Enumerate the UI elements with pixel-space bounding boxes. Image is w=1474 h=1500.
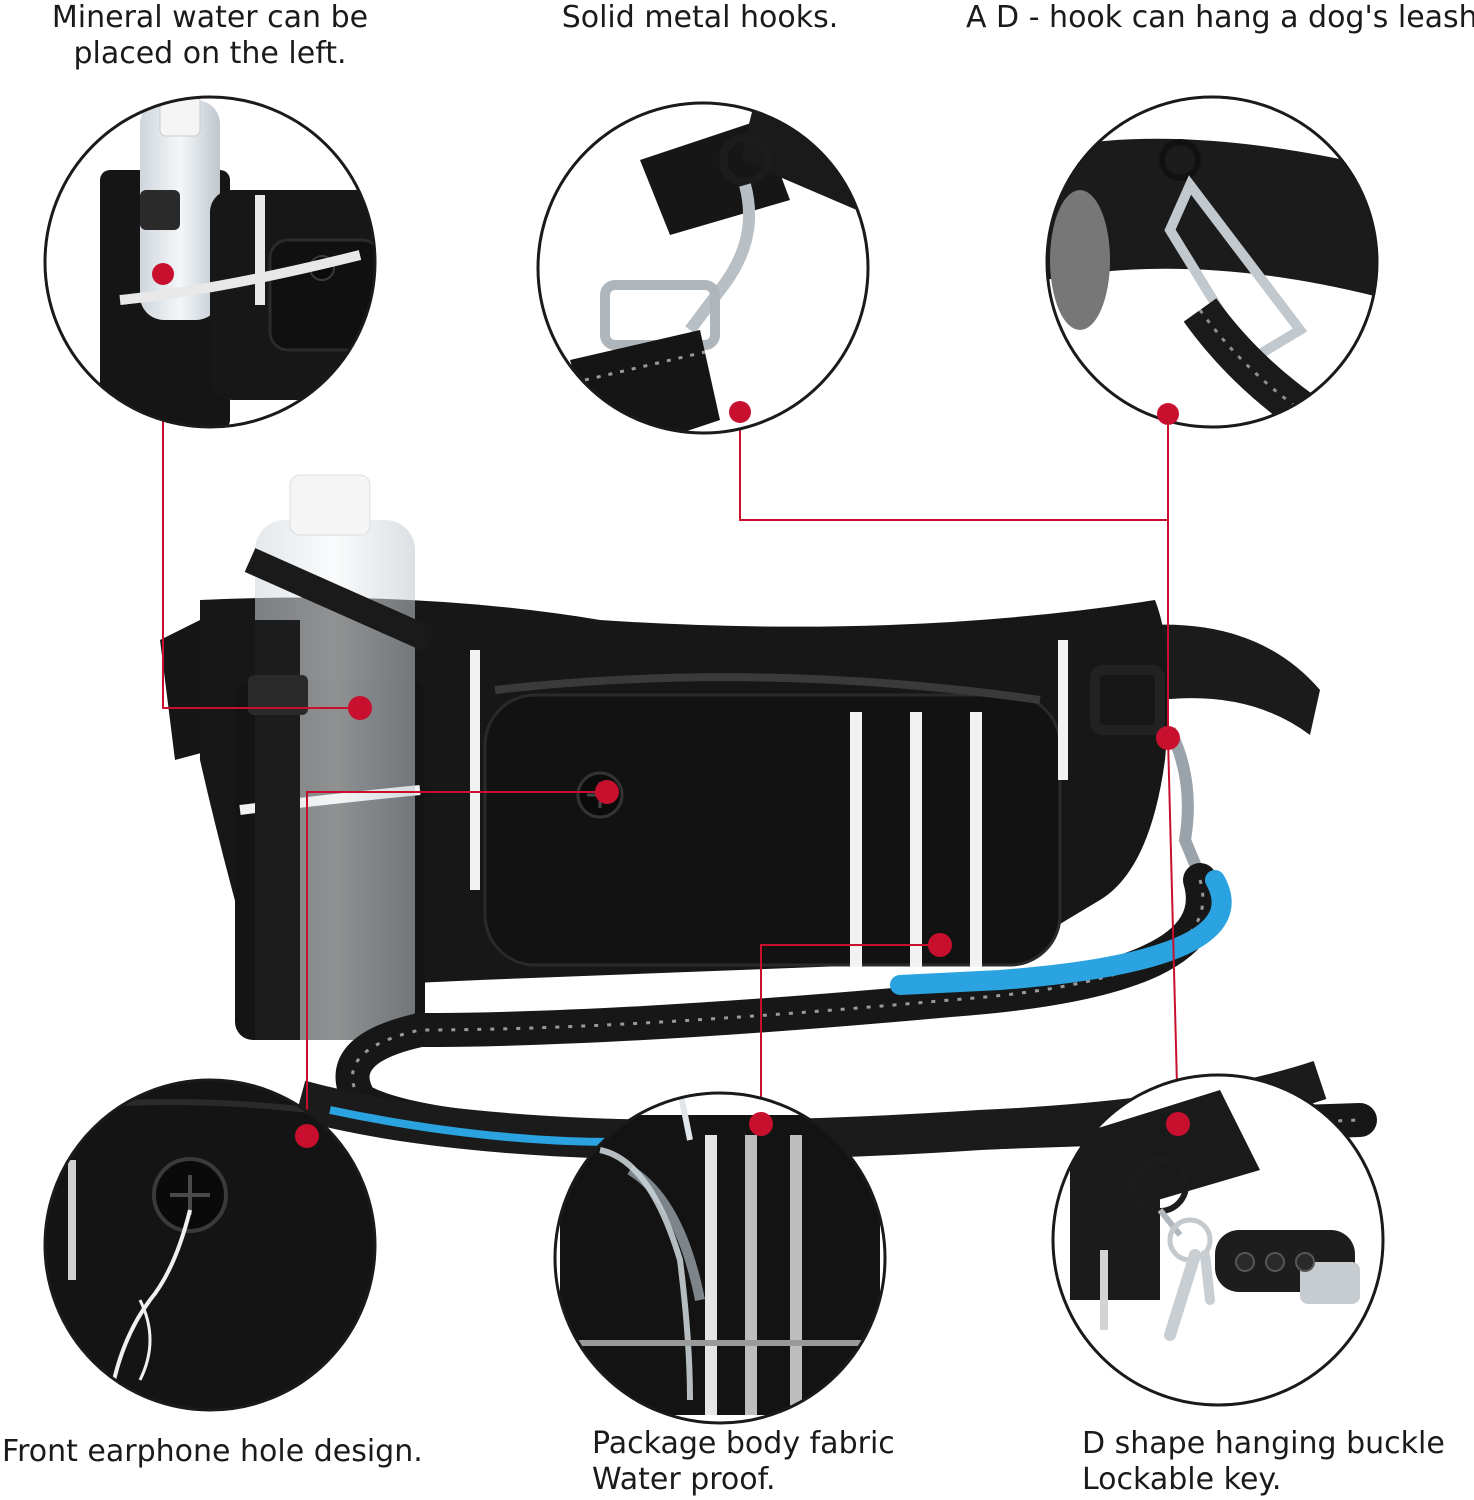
caption-body-fabric: Package body fabric Water proof. (592, 1426, 895, 1498)
detail-circle-d-buckle (1051, 1073, 1385, 1407)
marker-pocket-fabric (928, 933, 952, 957)
caption-fabric-line-2: Water proof. (592, 1462, 776, 1497)
caption-earphone-hole: Front earphone hole design. (2, 1434, 423, 1470)
detail-circle-bottle-holder (43, 95, 377, 429)
caption-hooks-line-1: Solid metal hooks. (561, 0, 839, 35)
caption-mineral-water: Mineral water can be placed on the left. (40, 0, 380, 72)
caption-d-buckle: D shape hanging buckle Lockable key. (1082, 1426, 1445, 1498)
marker-bottle-holder (152, 263, 174, 285)
caption-water-line-2: placed on the left. (73, 36, 347, 71)
marker-d-ring (1156, 726, 1180, 750)
marker-fabric-detail (749, 1112, 773, 1136)
caption-water-line-1: Mineral water can be (51, 0, 369, 35)
marker-buckle-detail (1166, 1112, 1190, 1136)
marker-d-hook-top (1157, 403, 1179, 425)
caption-metal-hooks: Solid metal hooks. (520, 0, 880, 36)
waist-bag (160, 474, 1320, 1040)
caption-buckle-line-1: D shape hanging buckle (1082, 1426, 1445, 1461)
caption-dhook-line-1: A D - hook can hang a dog's leash. (966, 0, 1474, 35)
marker-earphone-detail (295, 1124, 319, 1148)
callout-markers (152, 263, 1190, 1148)
marker-earphone-hole (595, 780, 619, 804)
detail-circle-metal-hook (536, 101, 870, 435)
detail-circle-earphone-hole (43, 1078, 377, 1412)
caption-earphone-line-1: Front earphone hole design. (2, 1434, 423, 1469)
detail-circle-d-hook (1045, 95, 1379, 429)
marker-bottle-strap (348, 696, 372, 720)
caption-fabric-line-1: Package body fabric (592, 1426, 895, 1461)
marker-metal-hook (729, 401, 751, 423)
caption-buckle-line-2: Lockable key. (1082, 1462, 1282, 1497)
caption-d-hook: A D - hook can hang a dog's leash. (966, 0, 1474, 36)
detail-circle-water-proof (553, 1091, 887, 1425)
